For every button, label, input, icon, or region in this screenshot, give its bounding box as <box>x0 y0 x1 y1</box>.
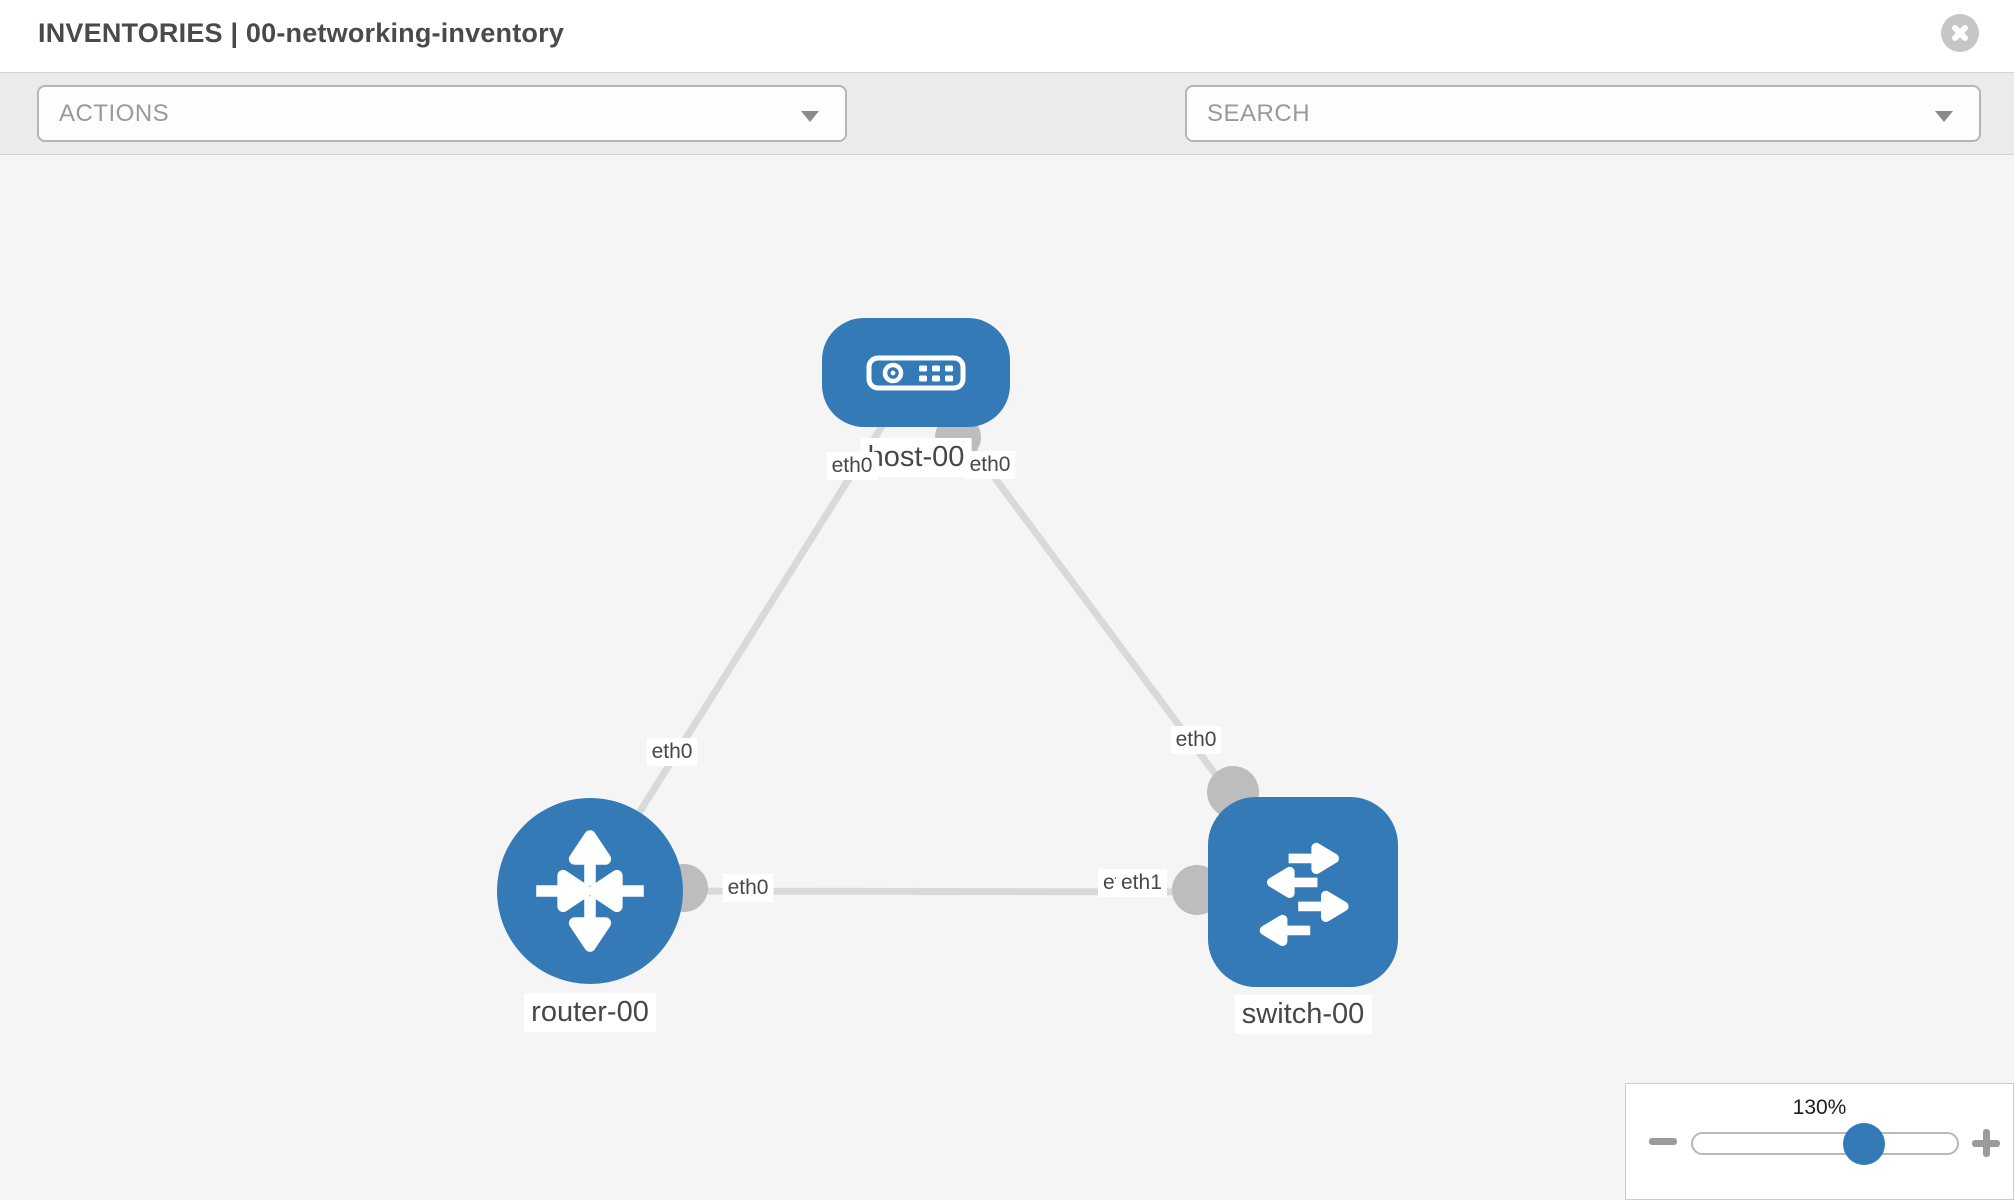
minus-icon <box>1649 1138 1677 1145</box>
if-label-router-host-link: eth0 <box>646 738 698 766</box>
toolbar: ACTIONS SEARCH <box>0 72 2014 205</box>
header-bar: INVENTORIES | 00-networking-inventory <box>0 0 2014 72</box>
label-host-00: host-00 <box>860 438 972 477</box>
zoom-out-button[interactable] <box>1649 1128 1677 1145</box>
page-title: INVENTORIES | 00-networking-inventory <box>38 18 565 48</box>
switch-icon <box>1259 842 1349 946</box>
search-placeholder: SEARCH <box>1207 99 1311 127</box>
label-router-00: router-00 <box>524 993 656 1032</box>
if-label-switch-router-link: eth1 <box>1116 869 1167 897</box>
plus-icon <box>1971 1128 2001 1158</box>
zoom-control-panel: 130% <box>1625 1083 2014 1200</box>
close-button[interactable] <box>1941 14 1979 52</box>
zoom-in-button[interactable] <box>1971 1128 2001 1158</box>
actions-dropdown-label: ACTIONS <box>59 99 170 127</box>
topology-canvas[interactable]: host-00 router-00 switch-00 eth0 eth0 et… <box>0 155 2014 1200</box>
zoom-slider-track[interactable] <box>1691 1132 1959 1155</box>
if-label-host-left: eth0 <box>826 452 878 480</box>
router-icon <box>536 830 644 952</box>
node-host-00[interactable] <box>822 318 1010 427</box>
host-icon <box>866 355 966 390</box>
links-layer <box>587 369 1306 915</box>
zoom-slider-thumb[interactable] <box>1843 1123 1885 1165</box>
label-switch-00: switch-00 <box>1234 995 1372 1034</box>
search-dropdown[interactable]: SEARCH <box>1185 85 1981 142</box>
if-label-switch-host-link: eth0 <box>1170 726 1222 754</box>
chevron-down-icon <box>1935 111 1953 122</box>
actions-dropdown[interactable]: ACTIONS <box>37 85 847 142</box>
node-switch-00[interactable] <box>1208 797 1398 987</box>
if-label-router-switch-link: eth0 <box>722 874 774 902</box>
node-router-00[interactable] <box>497 798 683 984</box>
chevron-down-icon <box>801 111 819 122</box>
if-label-host-right: eth0 <box>964 451 1016 479</box>
zoom-level-value: 130% <box>1792 1096 1847 1119</box>
